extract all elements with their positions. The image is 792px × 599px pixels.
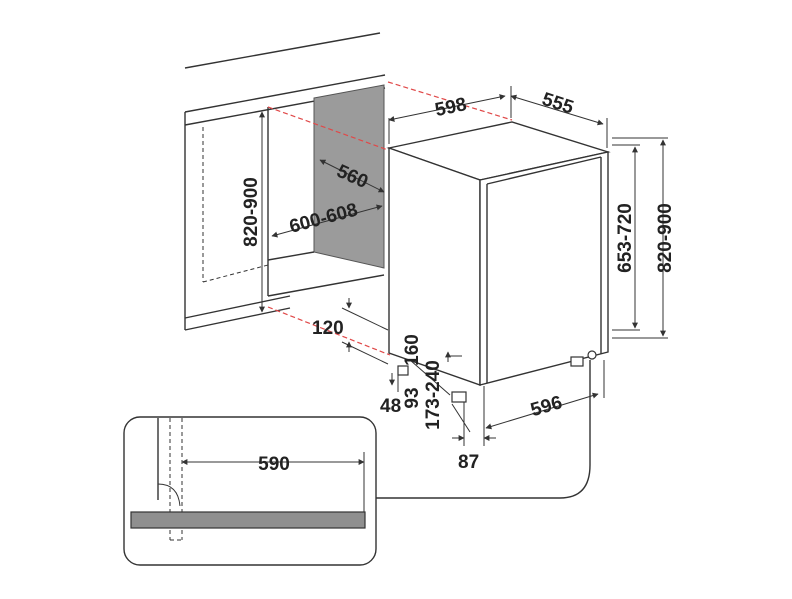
detail-callout [123,360,591,566]
dimension-lines [259,86,668,446]
label-173-240: 173-240 [423,360,444,430]
label-detail-width: 590 [258,454,290,475]
label-foot-gap: 48 [380,396,401,417]
plinth-board [130,511,366,529]
label-plinth-height: 120 [312,318,344,339]
label-appliance-width: 598 [433,94,468,121]
appliance-feet [397,350,597,403]
label-door-width: 596 [528,392,564,421]
label-appliance-height: 653-720 [615,203,636,273]
label-overall-height: 820-900 [655,203,676,273]
label-160: 160 [402,334,423,366]
dimension-labels: 820-900 600-608 560 598 555 653-720 820-… [241,89,676,475]
label-93: 93 [402,387,423,408]
left-cabinet [184,107,291,331]
label-niche-height: 820-900 [241,177,262,247]
label-87: 87 [458,452,479,473]
label-appliance-depth: 555 [539,89,576,119]
dishwasher-body [386,121,611,386]
niche-floor [267,251,385,297]
